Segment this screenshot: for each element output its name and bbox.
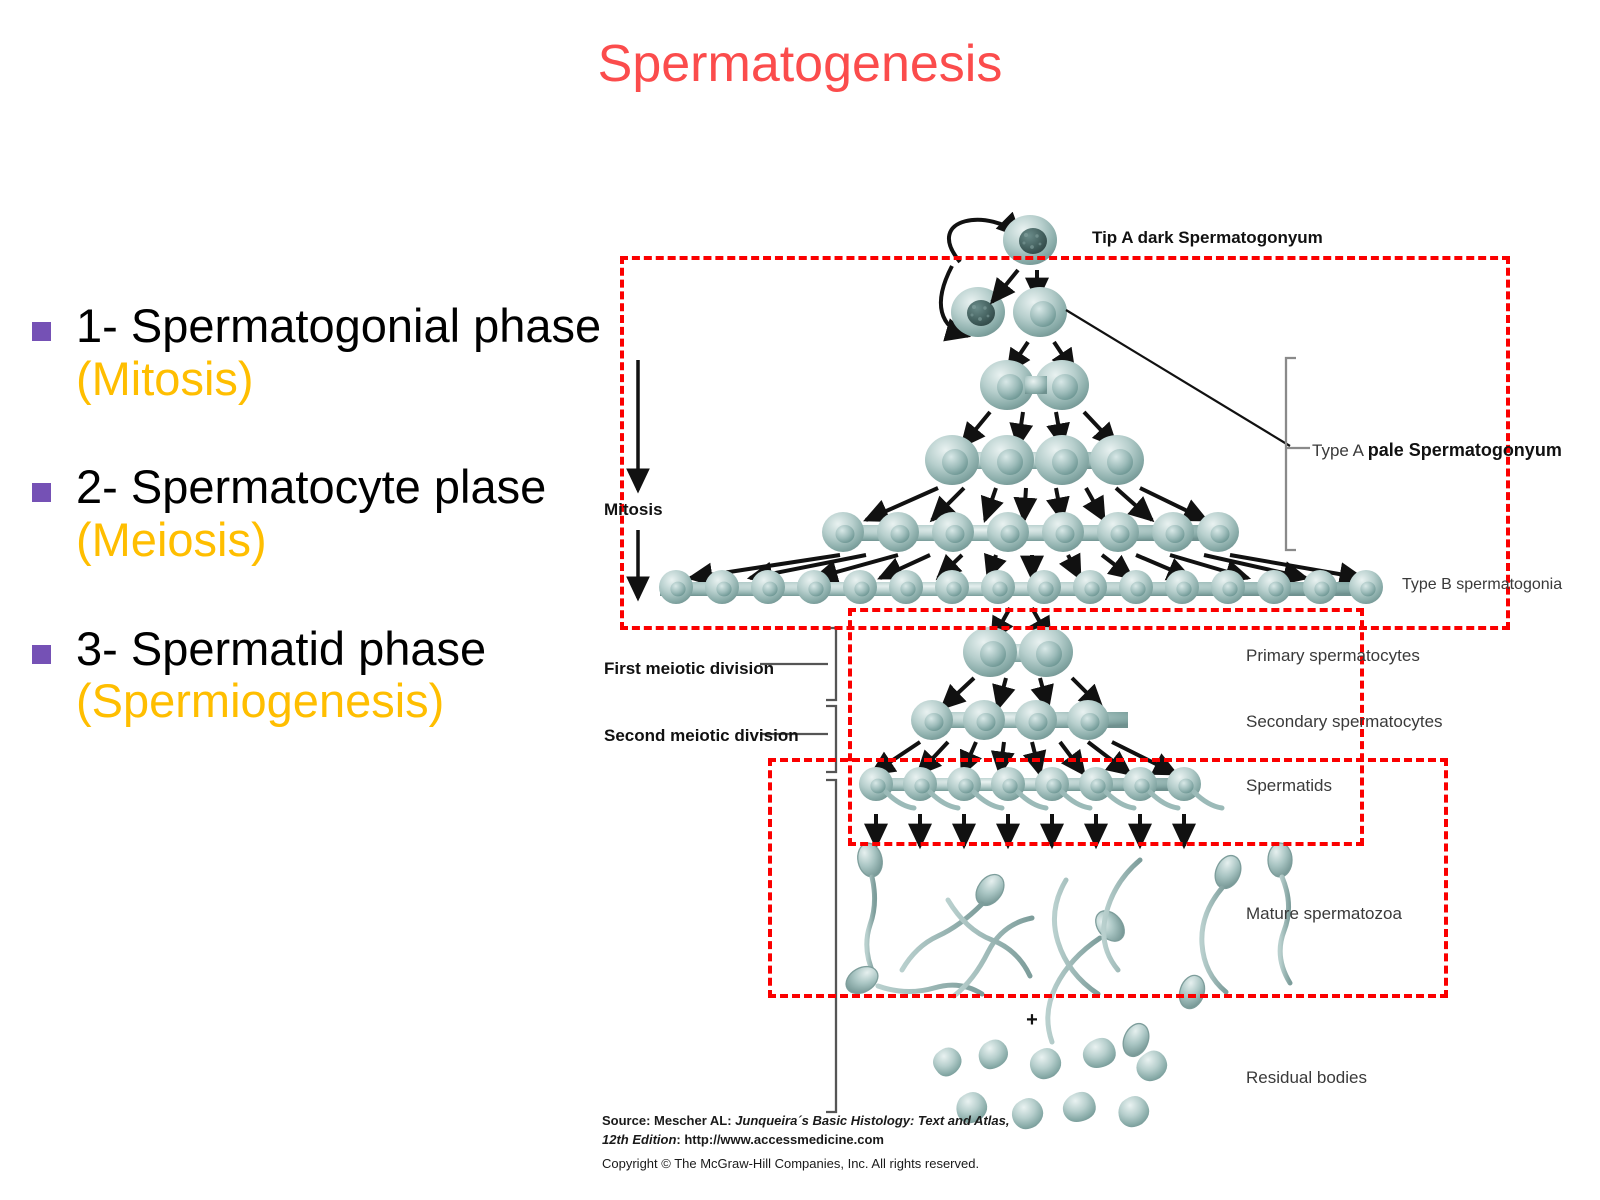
copyright-notice: Copyright © The McGraw-Hill Companies, I…	[602, 1155, 980, 1171]
residual-bodies-group	[933, 1037, 1168, 1130]
type-a-dark-cell-group	[938, 211, 1057, 342]
label-residual-bodies: Residual bodies	[1246, 1068, 1367, 1087]
bullet-square-icon	[32, 644, 51, 664]
phase-list: 1- Spermatogonial phase (Mitosis) 2- Spe…	[14, 299, 634, 784]
bullet-square-icon	[32, 483, 51, 503]
page-title: Spermatogenesis	[597, 35, 1003, 93]
label-mature-spermatozoa: Mature spermatozoa	[1246, 904, 1402, 923]
source-prefix: Source: Mescher AL:	[602, 1113, 736, 1128]
mitosis-row-2	[980, 360, 1089, 410]
spermatogenesis-diagram: +	[580, 200, 1600, 1200]
mitosis-row-8	[822, 512, 1239, 552]
label-primary-spermatocytes: Primary spermatocytes	[1246, 646, 1420, 665]
bullet-square-icon	[32, 322, 51, 341]
source-edition: 12th Edition	[602, 1131, 677, 1147]
phase-title: 3- Spermatid phase	[76, 621, 487, 675]
label-type-a-pale-spermatogonyum: Type A pale Spermatogonyum	[1312, 440, 1562, 461]
label-tip-a-dark-spermatogonyum: Tip A dark Spermatogonyum	[1092, 228, 1323, 247]
label-first-meiotic-division: First meiotic division	[604, 659, 775, 678]
phase-subtitle: (Mitosis)	[76, 351, 254, 405]
highlight-box-spermatogonial-phase	[620, 256, 1510, 630]
spermatids-row	[859, 767, 1225, 811]
source-url: : http://www.accessmedicine.com	[676, 1131, 884, 1147]
plus-sign: +	[1026, 1009, 1038, 1031]
label-pale-spermatogonyum: pale Spermatogonyum	[1367, 440, 1562, 460]
source-citation: Source: Mescher AL: Junqueira´s Basic Hi…	[602, 1112, 1162, 1174]
highlight-box-spermatid-phase	[768, 758, 1448, 998]
phase-title: 1- Spermatogonial phase	[76, 299, 602, 352]
mitosis-row-4	[925, 435, 1144, 485]
source-line-2: 12th Edition: http://www.accessmedicine.…	[602, 1131, 1162, 1150]
highlight-box-spermatocyte-phase	[848, 608, 1364, 846]
mature-spermatozoa-group	[845, 842, 1293, 1058]
primary-spermatocytes-row	[963, 627, 1073, 677]
phase-title: 2- Spermatocyte plase	[76, 460, 547, 514]
label-type-a-prefix: Type A	[1312, 441, 1364, 460]
list-item: 2- Spermatocyte plase (Meiosis)	[14, 461, 634, 566]
list-item: 1- Spermatogonial phase (Mitosis)	[14, 299, 634, 405]
label-secondary-spermatocytes: Secondary spermatocytes	[1246, 712, 1443, 731]
label-mitosis: Mitosis	[604, 500, 663, 519]
label-spermatids: Spermatids	[1246, 776, 1332, 795]
secondary-spermatocytes-row	[911, 700, 1128, 740]
phase-subtitle: (Meiosis)	[76, 512, 267, 566]
source-line-1: Source: Mescher AL: Junqueira´s Basic Hi…	[602, 1112, 1162, 1131]
type-b-spermatogonia-row	[659, 570, 1383, 604]
label-second-meiotic-division: Second meiotic division	[604, 726, 799, 745]
source-title: Junqueira´s Basic Histology: Text and At…	[735, 1113, 1010, 1128]
label-type-b-spermatogonia: Type B spermatogonia	[1402, 576, 1563, 593]
list-item: 3- Spermatid phase (Spermiogenesis)	[14, 621, 634, 728]
phase-subtitle: (Spermiogenesis)	[76, 674, 445, 728]
